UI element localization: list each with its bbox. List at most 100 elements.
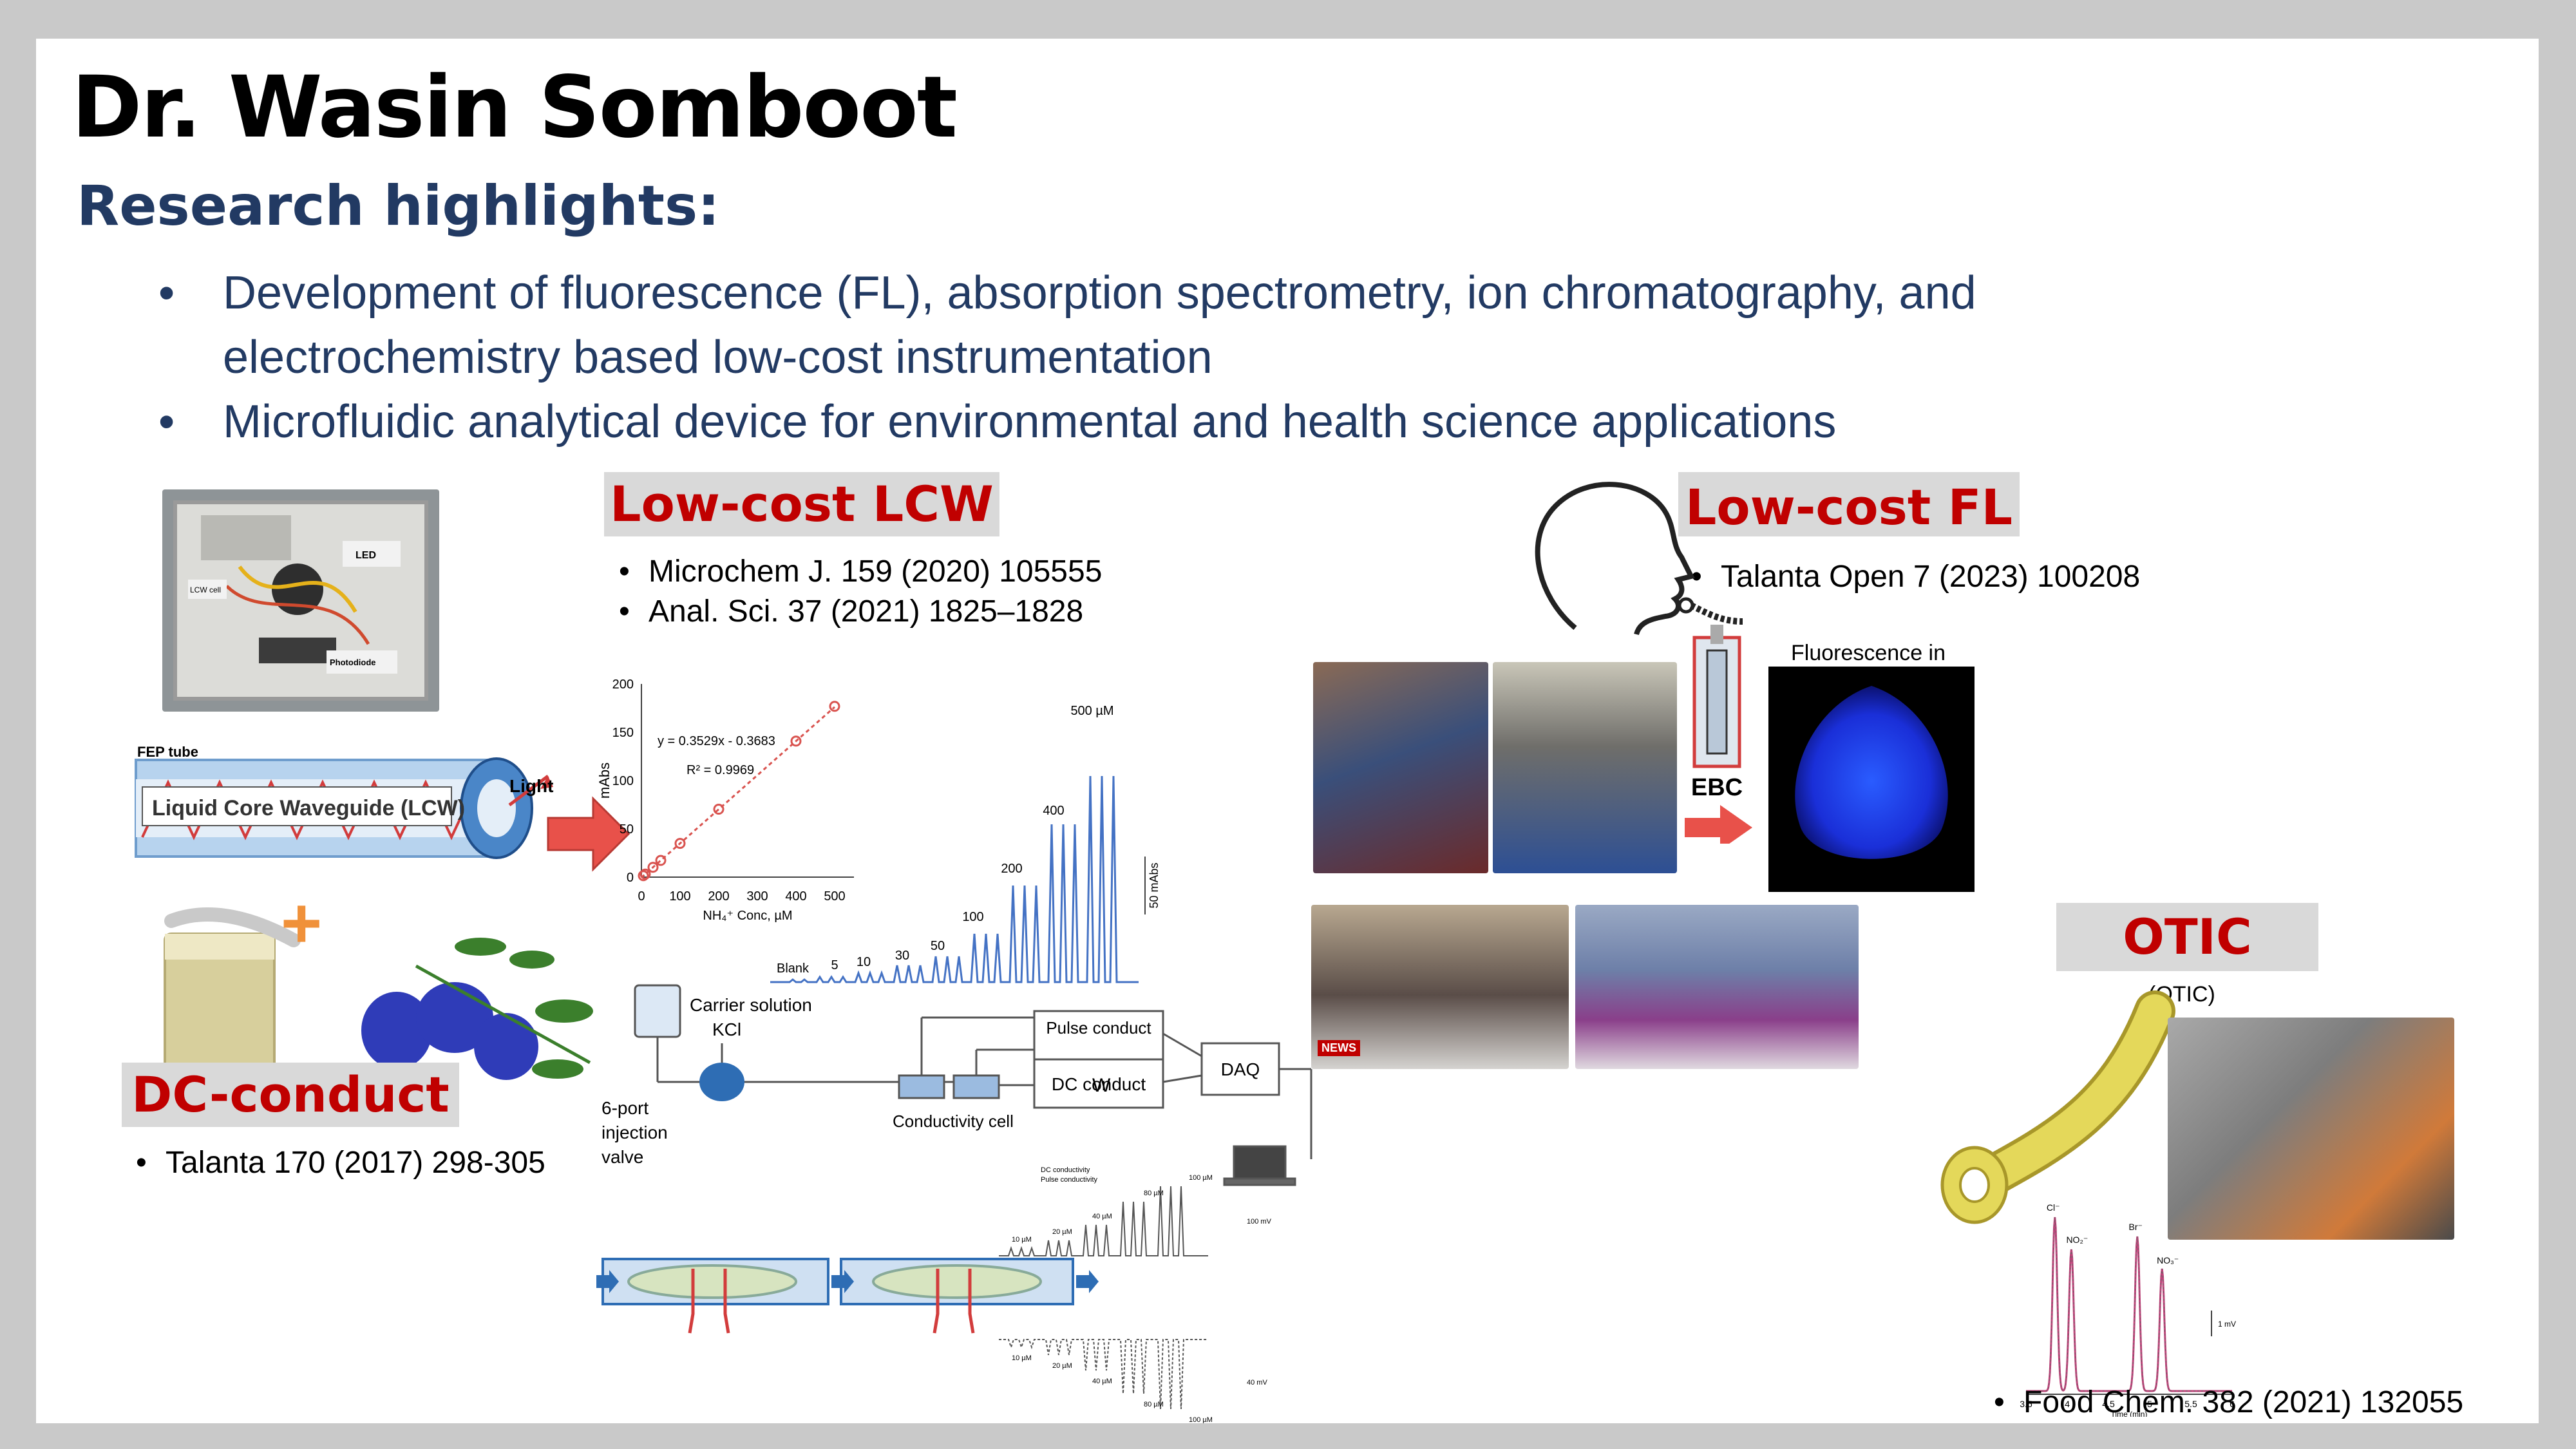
photodiode-tag: Photodiode: [330, 658, 376, 667]
equation-label: y = 0.3529x - 0.3683: [658, 734, 775, 748]
data-point: [647, 862, 659, 873]
fluorescence-caption: Fluorescence in: [1791, 641, 1946, 665]
fep-tube-label: FEP tube: [137, 744, 198, 760]
trace-label-bottom: 20 µM: [1052, 1362, 1072, 1370]
trace-label-bottom: 100 µM: [1189, 1416, 1213, 1423]
r2-label: R² = 0.9969: [687, 763, 754, 777]
y-tick-label: 150: [612, 726, 634, 740]
bullet-item: • Development of fluorescence (FL), abso…: [158, 261, 2284, 390]
bullet-text: Development of fluorescence (FL), absorp…: [223, 267, 1976, 383]
fluorescence-photo: [1768, 667, 1975, 892]
waste-label: W: [1092, 1075, 1111, 1096]
otic-tube-illustration: [1940, 990, 2175, 1224]
bullet-dot: •: [158, 267, 175, 319]
pulse-trace-line: [999, 1339, 1208, 1410]
bullet-item: • Microfluidic analytical device for env…: [158, 390, 2284, 454]
x-tick-label: 500: [824, 889, 845, 904]
otic-scale-label: 1 mV: [2218, 1320, 2236, 1329]
legend-pulse: Pulse conductivity: [1041, 1176, 1098, 1184]
otic-x-tick: 5: [2147, 1399, 2152, 1409]
lcw-device-photo: LED LCW cell Photodiode: [162, 489, 439, 712]
peak-label: Blank: [777, 961, 810, 976]
scale-bottom: 40 mV: [1247, 1379, 1267, 1387]
y-tick-label: 100: [612, 774, 634, 788]
bullet-list: • Development of fluorescence (FL), abso…: [158, 261, 2284, 454]
lcw-ref-2: •Anal. Sci. 37 (2021) 1825–1828: [619, 594, 1084, 629]
device-box-drawing: LED LCW cell Photodiode: [173, 500, 428, 701]
lcw-ref-1: •Microchem J. 159 (2020) 105555: [619, 554, 1103, 589]
field-photo-2: [1493, 662, 1677, 873]
right-arrow-icon: [547, 796, 630, 872]
otic-device-photo: [2168, 1018, 2454, 1240]
led-tag: LED: [355, 550, 376, 561]
page-title: Dr. Wasin Somboot: [71, 58, 958, 157]
trace-label-top: 10 µM: [1012, 1236, 1032, 1244]
trace-label-bottom: 10 µM: [1012, 1354, 1032, 1362]
trace-label-top: 100 µM: [1189, 1174, 1213, 1182]
waveguide-label: Liquid Core Waveguide (LCW): [152, 796, 465, 820]
x-axis-label: NH₄⁺ Conc, µM: [703, 909, 792, 923]
peak-label: 200: [1001, 862, 1022, 876]
y-tick-label: 200: [612, 677, 634, 692]
peak-label: 10: [857, 955, 871, 969]
scale-top: 100 mV: [1247, 1218, 1272, 1226]
daq-label: DAQ: [1221, 1059, 1260, 1079]
dc-conduct-box-label: DC conduct: [1052, 1074, 1146, 1094]
otic-x-tick: 5.5: [2184, 1399, 2197, 1409]
otic-trace-ref: [2026, 1217, 2232, 1392]
trace-label-top: 40 µM: [1092, 1213, 1112, 1220]
x-tick-label: 400: [785, 889, 806, 904]
dc-ref-1: •Talanta 170 (2017) 298-305: [136, 1146, 545, 1180]
otic-x-tick: 6: [2230, 1399, 2235, 1409]
right-arrow-icon: [1685, 805, 1752, 844]
otic-label: OTIC: [2056, 903, 2318, 971]
ebc-collector: EBC: [1685, 625, 1752, 844]
peak-label: 500 µM: [1070, 704, 1113, 718]
pulse-conduct-label: Pulse conduct: [1046, 1018, 1151, 1037]
y-axis-label: mAbs: [596, 762, 612, 799]
data-point: [713, 804, 724, 815]
peak-label: 5: [831, 958, 838, 972]
bullet-text: Microfluidic analytical device for envir…: [223, 396, 1837, 448]
otic-trace-line: [2026, 1217, 2232, 1392]
x-tick-label: 200: [708, 889, 729, 904]
plus-sign: +: [281, 884, 323, 963]
legend-dc: DC conductivity: [1041, 1166, 1090, 1174]
data-point: [639, 868, 651, 880]
peak-label: 400: [1043, 804, 1064, 818]
trace-label-top: 20 µM: [1052, 1228, 1072, 1236]
otic-peak-label: NO₂⁻: [2066, 1235, 2088, 1245]
ebc-label: EBC: [1691, 774, 1743, 801]
x-tick-label: 300: [746, 889, 768, 904]
peak-label: 30: [895, 949, 909, 963]
otic-x-tick: 4.5: [2102, 1399, 2115, 1409]
peak-label: 100: [962, 910, 983, 924]
lcw-cell-tag: LCW cell: [190, 585, 221, 594]
dc-conduct-label: DC-conduct: [122, 1063, 459, 1127]
lcw-label: Low-cost LCW: [604, 472, 999, 536]
x-tick-label: 0: [638, 889, 645, 904]
data-point: [790, 735, 802, 747]
scale-bar-label: 50 mAbs: [1148, 862, 1160, 908]
dc-trace-line: [999, 1186, 1208, 1256]
fl-label: Low-cost FL: [1678, 472, 2020, 536]
data-point: [674, 838, 686, 849]
fit-line: [641, 706, 835, 878]
face-breathing-icon: [1535, 482, 1743, 636]
x-tick-label: 100: [669, 889, 690, 904]
bullet-dot: •: [158, 396, 175, 448]
fl-ref-1: •Talanta Open 7 (2023) 100208: [1691, 560, 2141, 594]
conductivity-cell-label: Conductivity cell: [893, 1112, 1014, 1131]
news-tag: NEWS: [1318, 1040, 1360, 1056]
y-tick-label: 0: [627, 871, 634, 885]
otic-x-label: Time (min): [2111, 1410, 2148, 1417]
otic-x-tick: 4: [2065, 1399, 2070, 1409]
otic-ref-1: •Food Chem. 382 (2021) 132055: [1994, 1385, 2464, 1419]
carrier-label: Carrier solution: [690, 995, 812, 1015]
